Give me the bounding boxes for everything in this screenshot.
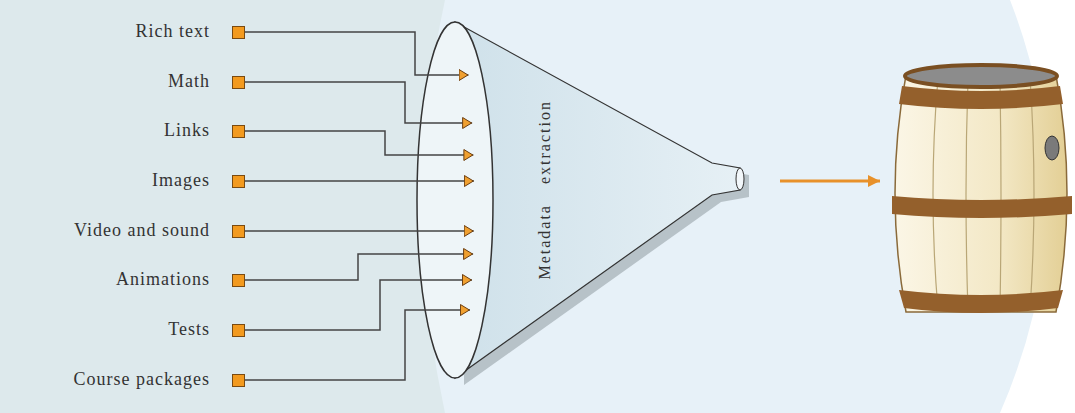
content-type-item: Video and sound xyxy=(74,220,245,242)
content-type-item: Images xyxy=(152,170,245,192)
funnel-label-holder: Metadata extraction xyxy=(536,100,554,280)
input-arrow xyxy=(245,254,473,280)
bullet-square xyxy=(232,76,245,89)
content-type-label: Math xyxy=(168,71,210,93)
input-arrow xyxy=(245,280,472,330)
content-type-item: Links xyxy=(164,120,245,142)
funnel-opening xyxy=(417,22,493,378)
input-arrow xyxy=(245,310,470,380)
funnel-cone xyxy=(455,22,740,378)
input-arrow xyxy=(245,230,474,232)
left-panel xyxy=(0,0,445,413)
bullet-square xyxy=(232,324,245,337)
bullet-square xyxy=(232,274,245,287)
barrel-stave xyxy=(1030,78,1034,310)
barrel-top xyxy=(905,65,1057,87)
bullet-square xyxy=(232,374,245,387)
content-type-label: Video and sound xyxy=(74,220,210,242)
barrel-band xyxy=(899,86,1063,109)
barrel-stave xyxy=(1000,80,1001,311)
barrel-stave xyxy=(933,78,938,310)
content-type-label: Images xyxy=(152,170,210,192)
barrel-illustration xyxy=(892,65,1072,313)
funnel-outline xyxy=(410,18,770,390)
bullet-square xyxy=(232,125,245,138)
input-arrow xyxy=(245,180,474,182)
bullet-square xyxy=(232,225,245,238)
content-type-item: Course packages xyxy=(74,369,245,391)
input-arrow xyxy=(245,131,473,155)
barrel-band xyxy=(899,290,1063,313)
funnel-spout xyxy=(736,168,744,190)
barrel-band xyxy=(892,196,1072,218)
content-type-label: Tests xyxy=(168,319,210,341)
input-arrow xyxy=(245,82,472,123)
light-ground xyxy=(0,0,1048,413)
bullet-square xyxy=(232,175,245,188)
input-arrow xyxy=(245,32,469,75)
content-type-item: Animations xyxy=(116,269,245,291)
barrel-body xyxy=(895,75,1067,312)
output-arrow xyxy=(780,180,880,183)
content-type-item: Tests xyxy=(168,319,245,341)
barrel-stave xyxy=(966,80,968,311)
content-type-label: Rich text xyxy=(136,21,211,43)
content-type-item: Math xyxy=(168,71,245,93)
metadata-funnel: Metadata extraction xyxy=(410,18,770,390)
content-type-label: Animations xyxy=(116,269,210,291)
content-type-item: Rich text xyxy=(136,21,246,43)
bullet-square xyxy=(232,26,245,39)
content-type-label: Links xyxy=(164,120,210,142)
content-type-label: Course packages xyxy=(74,369,210,391)
funnel-label: Metadata extraction xyxy=(536,100,554,280)
barrel-bung xyxy=(1045,136,1059,160)
